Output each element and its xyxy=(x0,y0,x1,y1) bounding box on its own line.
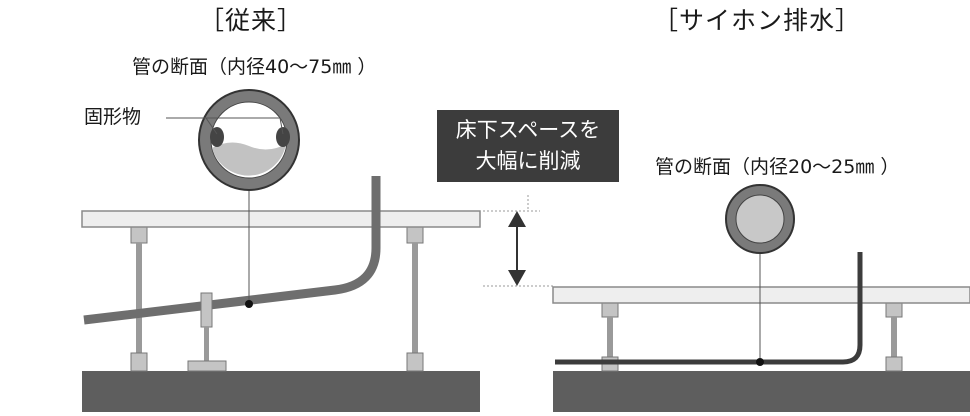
right-ground xyxy=(553,371,970,412)
space-reduction-callout: 床下スペースを 大幅に削減 xyxy=(437,110,619,182)
solid-particle-right xyxy=(276,127,290,147)
arrow-down-icon xyxy=(508,270,526,286)
small-pipe-cross-section xyxy=(725,184,795,254)
arrow-up-icon xyxy=(508,211,526,227)
left-floor-slab xyxy=(81,210,481,228)
left-section-dot xyxy=(245,300,253,308)
left-post-2 xyxy=(406,226,424,372)
solid-matter-label: 固形物 xyxy=(84,106,142,128)
callout-line-1: 床下スペースを xyxy=(455,118,601,142)
solid-particle-left xyxy=(210,127,224,147)
left-ground xyxy=(82,371,480,412)
large-pipe-cross-section xyxy=(198,89,300,191)
right-floor-slab xyxy=(552,286,970,304)
left-pipe-support xyxy=(187,292,227,372)
height-difference-indicator xyxy=(483,195,555,287)
left-heading: ［従来］ xyxy=(199,6,304,35)
right-post-2 xyxy=(885,302,903,372)
left-section-label: 管の断面（内径40～75㎜ ） xyxy=(132,56,377,78)
left-post-1 xyxy=(130,226,148,372)
callout-line-2: 大幅に削減 xyxy=(475,149,581,173)
right-heading: ［サイホン排水］ xyxy=(653,6,862,35)
right-diagram xyxy=(552,184,970,412)
right-section-label: 管の断面（内径20～25㎜ ） xyxy=(655,156,900,178)
left-drain-pipe xyxy=(83,176,381,325)
left-diagram xyxy=(81,89,481,412)
right-section-dot xyxy=(756,358,764,366)
right-siphon-pipe xyxy=(555,252,863,365)
